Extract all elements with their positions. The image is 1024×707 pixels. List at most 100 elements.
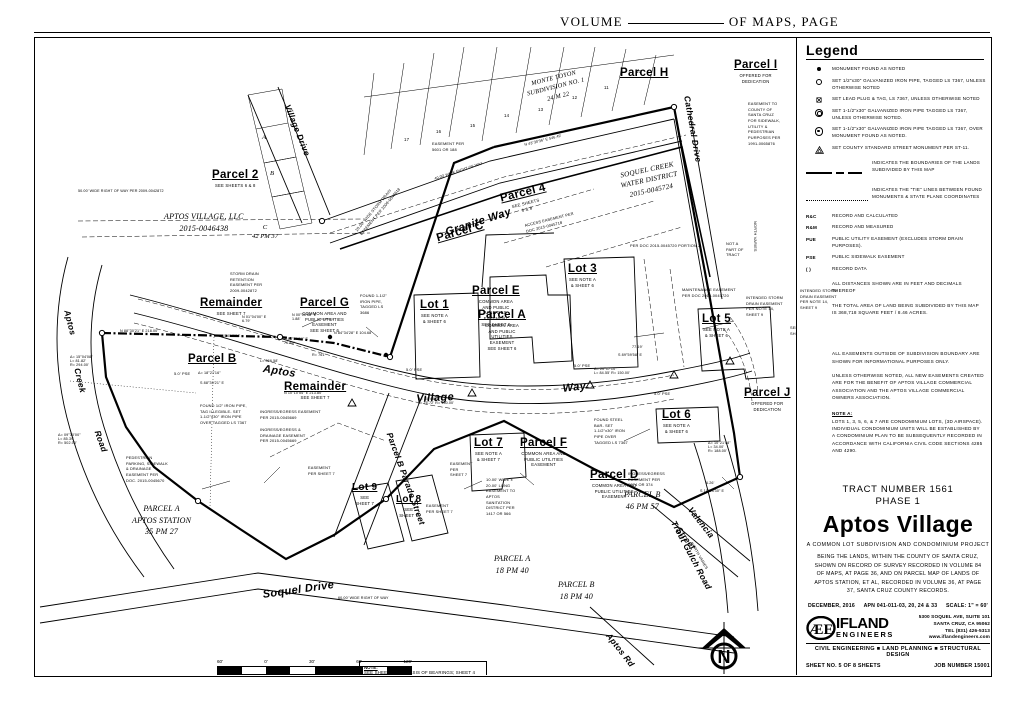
firm-subname: ENGINEERS: [836, 630, 894, 640]
legend-abbr-text-3: PUBLIC SIDEWALK EASEMENT: [832, 254, 905, 260]
bearing-7b: 77.19': [632, 345, 643, 349]
north-arrow: N: [694, 620, 754, 675]
curve-3b: L= 366.58': [260, 359, 279, 363]
legend-entry-text-4: SET 1-1/2"x30" GALVANIZED IRON PIPE TAGG…: [832, 126, 983, 139]
tract-number: TRACT NUMBER 1561: [842, 484, 954, 495]
basis-of-bearings-note-box: NOTE: SEE SHEET 3 FOR BASIS OF BEARINGS;…: [359, 661, 487, 675]
note-box-body: SEE SHEET 3 FOR BASIS OF BEARINGS; SHEET…: [364, 670, 476, 675]
tie-lines: [69, 336, 215, 508]
mt-lot-13: 13: [538, 107, 544, 112]
monument-symbols: [98, 103, 744, 505]
sheet-border: [34, 37, 992, 677]
survey-date: DECEMBER, 2016: [808, 602, 855, 609]
target-open-icon: [806, 108, 832, 118]
plat-linework: [39, 46, 775, 666]
legend-entry-text-0: MONUMENT FOUND AS NOTED: [832, 66, 906, 71]
note-a-title: NOTE A:: [832, 411, 853, 417]
legend-note-easements-outside: ALL EASEMENTS OUTSIDE OF SUBDIVISION BOU…: [832, 351, 980, 364]
village-drive-parcel-a: A: [262, 134, 267, 141]
leader-lines: [201, 318, 735, 490]
mt-lot-11: 11: [604, 85, 609, 90]
sheet-number: SHEET NO. 5 OF 8 SHEETS: [806, 663, 881, 670]
address-line-0: 5300 SOQUEL AVE, SUITE 101: [918, 613, 990, 619]
scale-bar-graphic: [217, 665, 412, 675]
title-block-rule: [806, 643, 990, 645]
legend-abbr-text-4: RECORD DATA: [832, 265, 867, 271]
annotation-pse-5a: 5.0' PSE: [174, 371, 191, 376]
easement-lines: [77, 134, 759, 458]
svg-text:N: N: [718, 647, 731, 667]
legend-note-distances: ALL DISTANCES SHOWN ARE IN FEET AND DECI…: [832, 280, 962, 294]
annotation-north-varies: NORTH VARIES: [753, 221, 758, 252]
street-right-of-way-lines: [39, 86, 759, 666]
legend-note-new-easements: UNLESS OTHERWISE NOTED, ALL NEW EASEMENT…: [832, 373, 984, 401]
curve-3: Δ= 18°21'16": [198, 371, 221, 375]
row-note-village: 50.00' WIDE RIGHT OF WAY PER 2009-004287…: [78, 189, 164, 193]
bearing-1: N 88°30'21" E 218.00': [120, 329, 159, 333]
scale-tick-0: 60': [217, 659, 223, 664]
firm-logo-block: ÆE IFLAND ENGINEERS 5300 SOQUEL AVE, SUI…: [806, 614, 990, 641]
title-block-meta: DECEMBER, 2016 APN 041-011-03, 20, 24 & …: [806, 603, 990, 609]
legend-abbr-pse: PSE PUBLIC SIDEWALK EASEMENT: [806, 254, 988, 261]
legend-abbr-label-2: PUE: [806, 236, 817, 242]
bearing-9: N 10°10'54" E 213.80': [284, 391, 323, 395]
legend-line-text-0: INDICATES THE BOUNDARIES OF THE LANDS SU…: [872, 159, 981, 172]
subdivision-boundary: [101, 331, 391, 359]
legend-entry-set-iron-pipe-15: SET 1-1/2"x30" GALVANIZED IRON PIPE TAGG…: [806, 108, 988, 122]
parcel-label-parcel-h: Parcel H: [620, 67, 669, 79]
legend-abbr-text-1: RECORD AND MEASURED: [832, 224, 894, 230]
lead-plug-icon: [806, 96, 832, 103]
legend-abbr-rm: R&M RECORD AND MEASURED: [806, 224, 988, 231]
phase-label: PHASE 1: [875, 496, 921, 507]
address-line-2: TEL (831) 426-5313: [945, 627, 990, 633]
address-line-3[interactable]: www.iflandengineers.com: [928, 634, 990, 640]
firm-services: CIVIL ENGINEERING ■ LAND PLANNING ■ STRU…: [814, 646, 982, 659]
svg-text:ÆE: ÆE: [808, 622, 833, 638]
map-scale: SCALE: 1" = 60': [945, 602, 988, 609]
bearing-6: S 10°23'30" E: [700, 489, 725, 493]
legend-note-a: NOTE A: LOTS 1, 3, 5, 6, & 7 ARE CONDOMI…: [832, 410, 984, 454]
bearing-5: N 84°34'28" E 104.68': [334, 331, 373, 335]
legend-entry-text-3: SET 1-1/2"x30" GALVANIZED IRON PIPE TAGG…: [832, 107, 968, 120]
legend-abbr-label-0: R&C: [806, 213, 817, 219]
mt-lot-12: 12: [572, 95, 578, 100]
legend-line-text-1: INDICATES THE "TIE" LINES BETWEEN FOUND …: [872, 186, 983, 199]
curve-6: Δ= 10°21'48"L= 34.00'R= 188.00': [708, 441, 731, 453]
legend-entry-text-1: SET 1/2"x30" GALVANIZED IRON PIPE, TAGGE…: [832, 77, 986, 90]
legend-abbr-label-3: PSE: [806, 255, 816, 261]
curve-4: Δ= 35°48'11"L= 76.72' R= 150.00': [418, 397, 455, 405]
title-block: TRACT NUMBER 1561 PHASE 1 Aptos Village …: [806, 484, 990, 669]
annotation-pse-5d: 5.0' PSE: [654, 391, 671, 396]
note-box-title: NOTE:: [364, 665, 378, 670]
graphic-scale-bar: 60' 0' 30' 60' 120' GRAPHIC SCALE: 1 INC…: [217, 659, 412, 675]
annotation-pse-15: 15.0' PSE: [222, 333, 241, 338]
legend-entry-text-5: SET COUNTY STANDARD STREET MONUMENT PER …: [832, 144, 970, 150]
firm-name: IFLAND ENGINEERS: [836, 614, 894, 640]
bearing-7: S 89°59'58" E: [618, 353, 643, 357]
mt-lot-15: 15: [470, 123, 476, 128]
